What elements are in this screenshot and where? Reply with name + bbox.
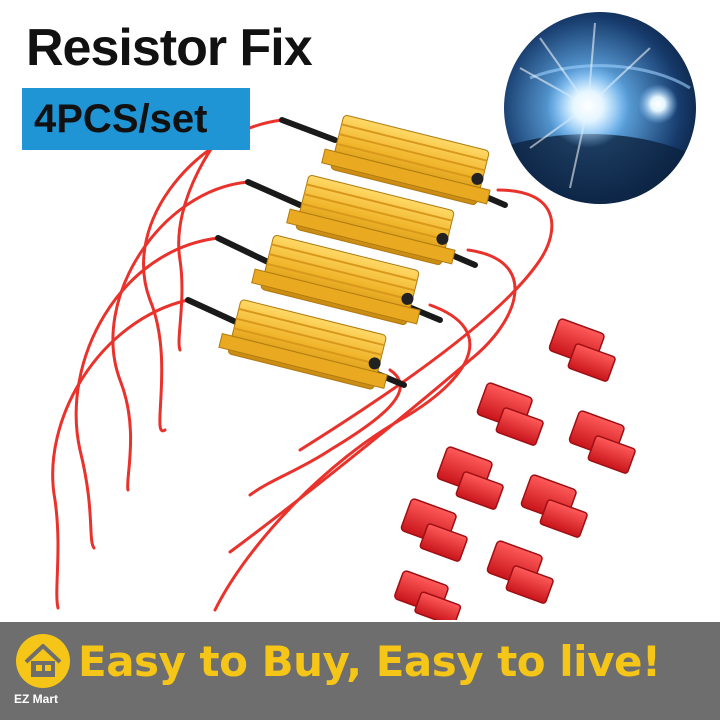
promo-banner: EZ Mart Easy to Buy, Easy to live! [0, 622, 720, 720]
product-illustration [51, 115, 636, 620]
house-logo-icon [16, 634, 70, 688]
slogan: Easy to Buy, Easy to live! [78, 637, 661, 686]
quantity-badge: 4PCS/set [22, 88, 250, 150]
page-title: Resistor Fix [26, 19, 313, 77]
quantity-badge-label: 4PCS/set [34, 97, 208, 141]
car-headlight-photo [504, 12, 696, 204]
brand-name: EZ Mart [14, 692, 59, 706]
